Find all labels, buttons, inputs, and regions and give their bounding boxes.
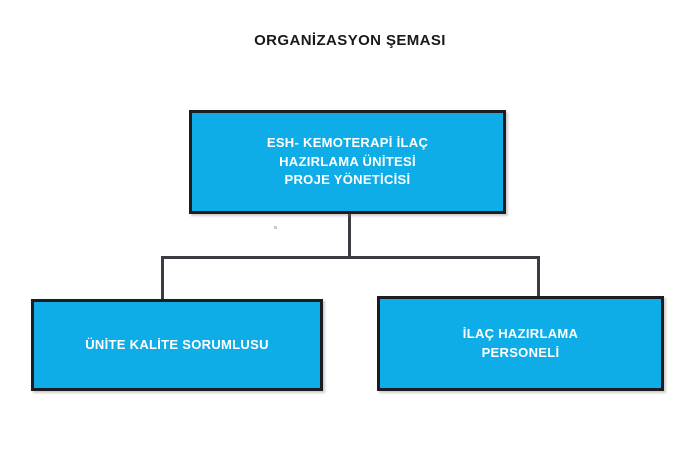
org-node-drug-preparation-personnel: İLAÇ HAZIRLAMA PERSONELİ: [377, 296, 664, 391]
image-artifact-speck: [274, 226, 277, 229]
org-node-label: İLAÇ HAZIRLAMA PERSONELİ: [462, 325, 579, 360]
connector-root-stem: [348, 212, 351, 259]
org-node-unit-quality-officer: ÜNİTE KALİTE SORUMLUSU: [31, 299, 323, 391]
page-title: ORGANİZASYON ŞEMASI: [254, 32, 446, 49]
connector-drop-to-quality: [161, 256, 164, 301]
org-node-project-manager: ESH- KEMOTERAPİ İLAÇ HAZIRLAMA ÜNİTESİ P…: [189, 110, 506, 214]
org-node-label: ÜNİTE KALİTE SORUMLUSU: [85, 336, 269, 352]
connector-horizontal-bar: [161, 256, 540, 259]
org-node-label: ESH- KEMOTERAPİ İLAÇ HAZIRLAMA ÜNİTESİ P…: [266, 134, 429, 188]
connector-drop-to-personnel: [537, 256, 540, 298]
